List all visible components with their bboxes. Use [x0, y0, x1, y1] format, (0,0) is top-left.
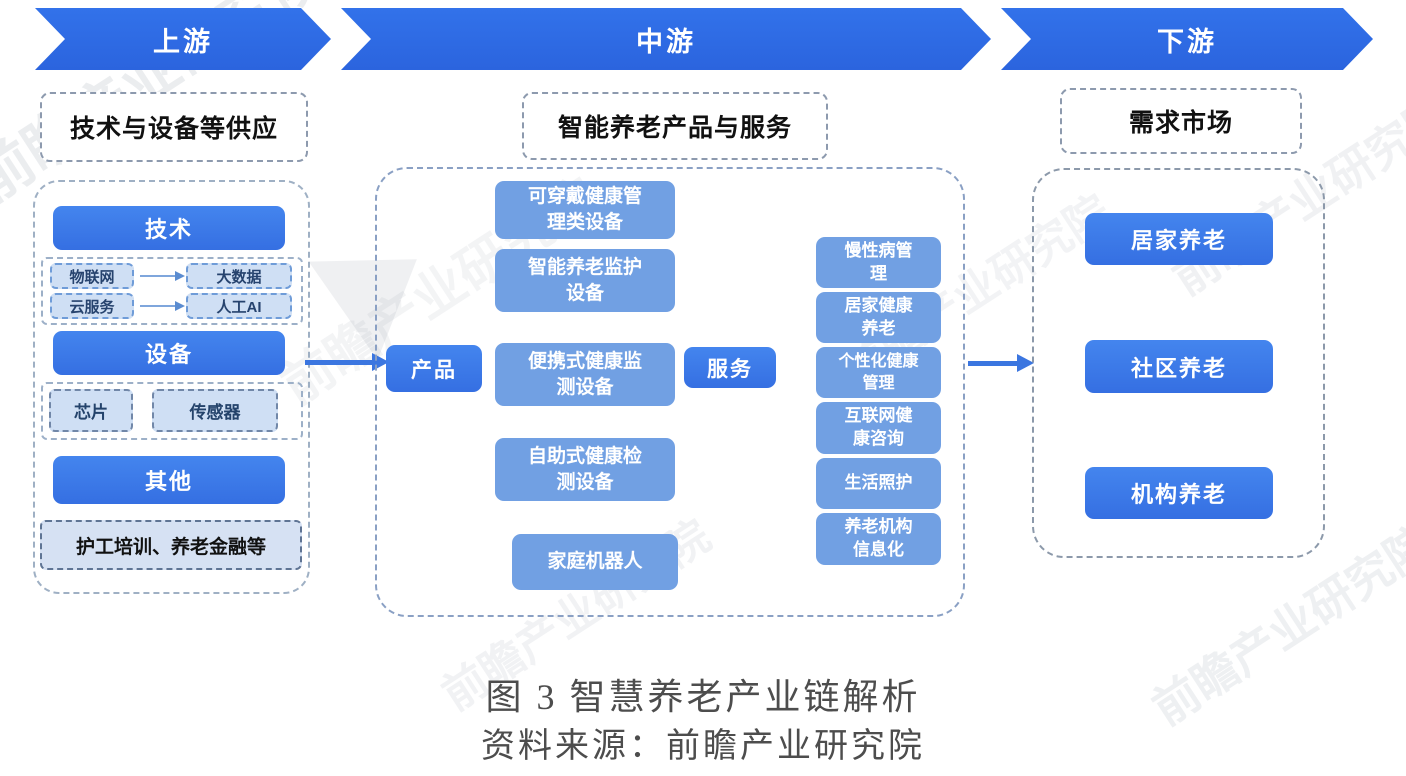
upstream-title-box: 技术与设备等供应 [40, 92, 308, 162]
chevron-upstream-label: 上游 [153, 26, 213, 57]
product-item-selfservice: 自助式健康检 测设备 [495, 438, 675, 501]
chevron-midstream: 中游 [341, 8, 991, 70]
tech-section-header: 技术 [53, 206, 285, 250]
figure-caption: 图 3 智慧养老产业链解析 [485, 677, 921, 717]
equipment-item-sensor: 传感器 [152, 389, 278, 432]
other-item-training-finance: 护工培训、养老金融等 [40, 520, 302, 570]
product-label: 产品 [386, 345, 482, 392]
downstream-item-home: 居家养老 [1085, 213, 1273, 265]
service-item-personalized: 个性化健康 管理 [816, 347, 941, 398]
midstream-title-box: 智能养老产品与服务 [522, 92, 828, 160]
upstream-container [33, 180, 310, 594]
right-arrow-icon [140, 271, 185, 281]
chevron-downstream: 下游 [1001, 8, 1373, 70]
product-item-wearable: 可穿戴健康管 理类设备 [495, 181, 675, 239]
downstream-item-institution: 机构养老 [1085, 467, 1273, 519]
downstream-container [1032, 168, 1325, 558]
equipment-section-header: 设备 [53, 331, 285, 375]
service-item-life-care: 生活照护 [816, 458, 941, 509]
chevron-upstream: 上游 [35, 8, 331, 70]
source-caption: 资料来源：前瞻产业研究院 [481, 728, 925, 765]
flow-arrow-upstream-to-midstream [305, 353, 389, 371]
tech-item-bigdata: 大数据 [186, 263, 292, 289]
chevron-midstream-label: 中游 [636, 26, 696, 57]
equipment-item-chip: 芯片 [49, 389, 133, 432]
service-item-home-health: 居家健康 养老 [816, 292, 941, 343]
downstream-title-box: 需求市场 [1060, 88, 1302, 154]
service-label: 服务 [684, 347, 776, 388]
product-item-monitoring: 智能养老监护 设备 [495, 249, 675, 312]
right-arrow-icon [140, 301, 185, 311]
flow-arrow-midstream-to-downstream [968, 354, 1034, 372]
midstream-container [375, 167, 965, 617]
tech-group-box [41, 257, 303, 325]
downstream-item-community: 社区养老 [1085, 340, 1273, 393]
service-item-institution-it: 养老机构 信息化 [816, 513, 941, 565]
tech-item-iot: 物联网 [50, 263, 134, 289]
service-item-internet-consult: 互联网健 康咨询 [816, 402, 941, 454]
product-item-portable: 便携式健康监 测设备 [495, 343, 675, 406]
product-item-robot: 家庭机器人 [512, 534, 678, 590]
tech-item-cloud: 云服务 [50, 293, 134, 319]
service-item-chronic: 慢性病管 理 [816, 237, 941, 288]
equipment-group-box [41, 382, 303, 440]
other-section-header: 其他 [53, 456, 285, 504]
chevron-downstream-label: 下游 [1157, 26, 1217, 57]
tech-item-ai: 人工AI [186, 293, 292, 319]
